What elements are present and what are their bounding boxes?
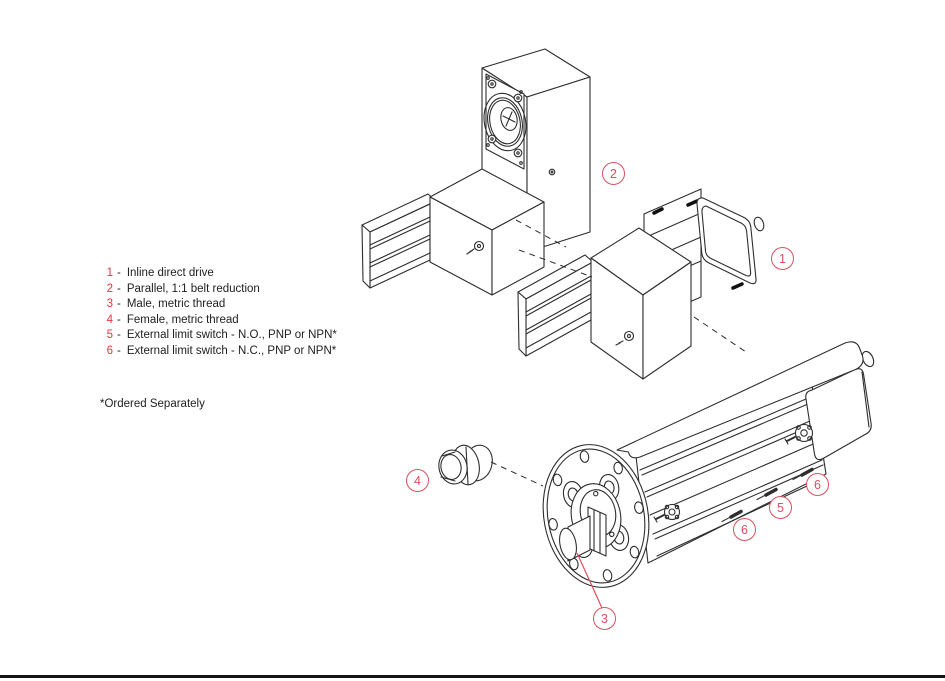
legend-item-6: 6 - External limit switch - N.C., PNP or…	[104, 344, 337, 360]
female-thread-coupler-nut	[438, 444, 493, 486]
limit-switch-front	[653, 503, 681, 523]
legend-number: 6	[106, 344, 113, 357]
top-mounting-plate	[616, 341, 864, 459]
legend-text: External limit switch - N.C., PNP or NPN…	[126, 344, 337, 357]
block-screw	[466, 240, 485, 255]
align-line-nut-to-flange	[490, 461, 544, 487]
legend-separator: -	[117, 329, 121, 341]
rail-extrusion	[517, 254, 594, 357]
legend-text: Inline direct drive	[126, 267, 214, 279]
legend-separator: -	[117, 298, 121, 310]
align-line-inline-to-base	[693, 316, 747, 353]
rear-motor-block	[805, 368, 872, 461]
inline-drive-assembly	[517, 188, 765, 380]
legend-text: Female, metric thread	[126, 313, 239, 326]
page-bottom-rule	[0, 675, 945, 678]
legend-item-2: 2 - Parallel, 1:1 belt reduction	[104, 282, 337, 298]
body-groove-lines	[639, 395, 824, 557]
pulley-opening	[483, 92, 527, 152]
legend-text: Male, metric thread	[126, 298, 226, 310]
align-line-belt-lower	[518, 249, 593, 278]
align-line-belt-upper	[515, 219, 567, 248]
block-screw	[615, 330, 635, 346]
callout-6-limit-switch-nc-lower: 6	[733, 518, 756, 541]
legend-separator: -	[117, 282, 121, 295]
flange-bolt-holes	[548, 450, 644, 582]
face-plate-screws	[486, 76, 523, 165]
rail-groove-lines	[525, 275, 592, 349]
screw-symbol	[792, 467, 814, 481]
screw-symbol	[721, 509, 743, 523]
legend-item-1: 1 - Inline direct drive	[104, 266, 337, 282]
limit-switch-rear	[784, 423, 814, 445]
legend-separator: -	[117, 267, 121, 279]
alignment-dashed-lines	[490, 219, 747, 487]
limit-switch-screws	[721, 467, 814, 523]
callout-3-male-thread: 3	[593, 607, 616, 630]
shaft-bump	[753, 216, 765, 232]
screw-symbol	[756, 487, 778, 501]
motor-end-plate	[696, 197, 765, 285]
parallel-belt-assembly	[361, 48, 591, 296]
rail-groove-lines	[369, 216, 431, 282]
belt-drive-block	[429, 168, 545, 296]
legend-number: 2	[106, 282, 113, 295]
rail-extrusion	[361, 193, 437, 289]
callout-5-limit-switch-no: 5	[769, 496, 792, 519]
callout-1-inline-drive: 1	[771, 247, 794, 270]
actuator-base-assembly	[542, 341, 875, 588]
callout-2-parallel-belt: 2	[602, 162, 625, 185]
male-thread-rod-end	[559, 506, 607, 562]
legend-separator: -	[117, 344, 121, 357]
legend-item-3: 3 - Male, metric thread	[104, 297, 337, 313]
housing-side-screw	[548, 168, 556, 176]
legend: 1 - Inline direct drive 2 - Parallel, 1:…	[104, 266, 337, 359]
legend-item-5: 5 - External limit switch - N.O., PNP or…	[104, 328, 337, 344]
callout-3-leader-line	[576, 552, 603, 609]
legend-separator: -	[117, 313, 121, 326]
actuator-body	[635, 384, 827, 564]
legend-text: External limit switch - N.O., PNP or NPN…	[126, 329, 337, 341]
ordered-separately-footnote: *Ordered Separately	[100, 398, 205, 410]
callout-4-female-thread: 4	[406, 469, 429, 492]
legend-number: 5	[106, 329, 113, 341]
inline-drive-block	[590, 227, 692, 380]
legend-number: 4	[106, 313, 113, 326]
legend-number: 3	[106, 298, 113, 310]
legend-number: 1	[106, 267, 113, 279]
legend-item-4: 4 - Female, metric thread	[104, 313, 337, 329]
legend-text: Parallel, 1:1 belt reduction	[126, 282, 260, 295]
callout-6-limit-switch-nc-upper: 6	[806, 473, 829, 496]
